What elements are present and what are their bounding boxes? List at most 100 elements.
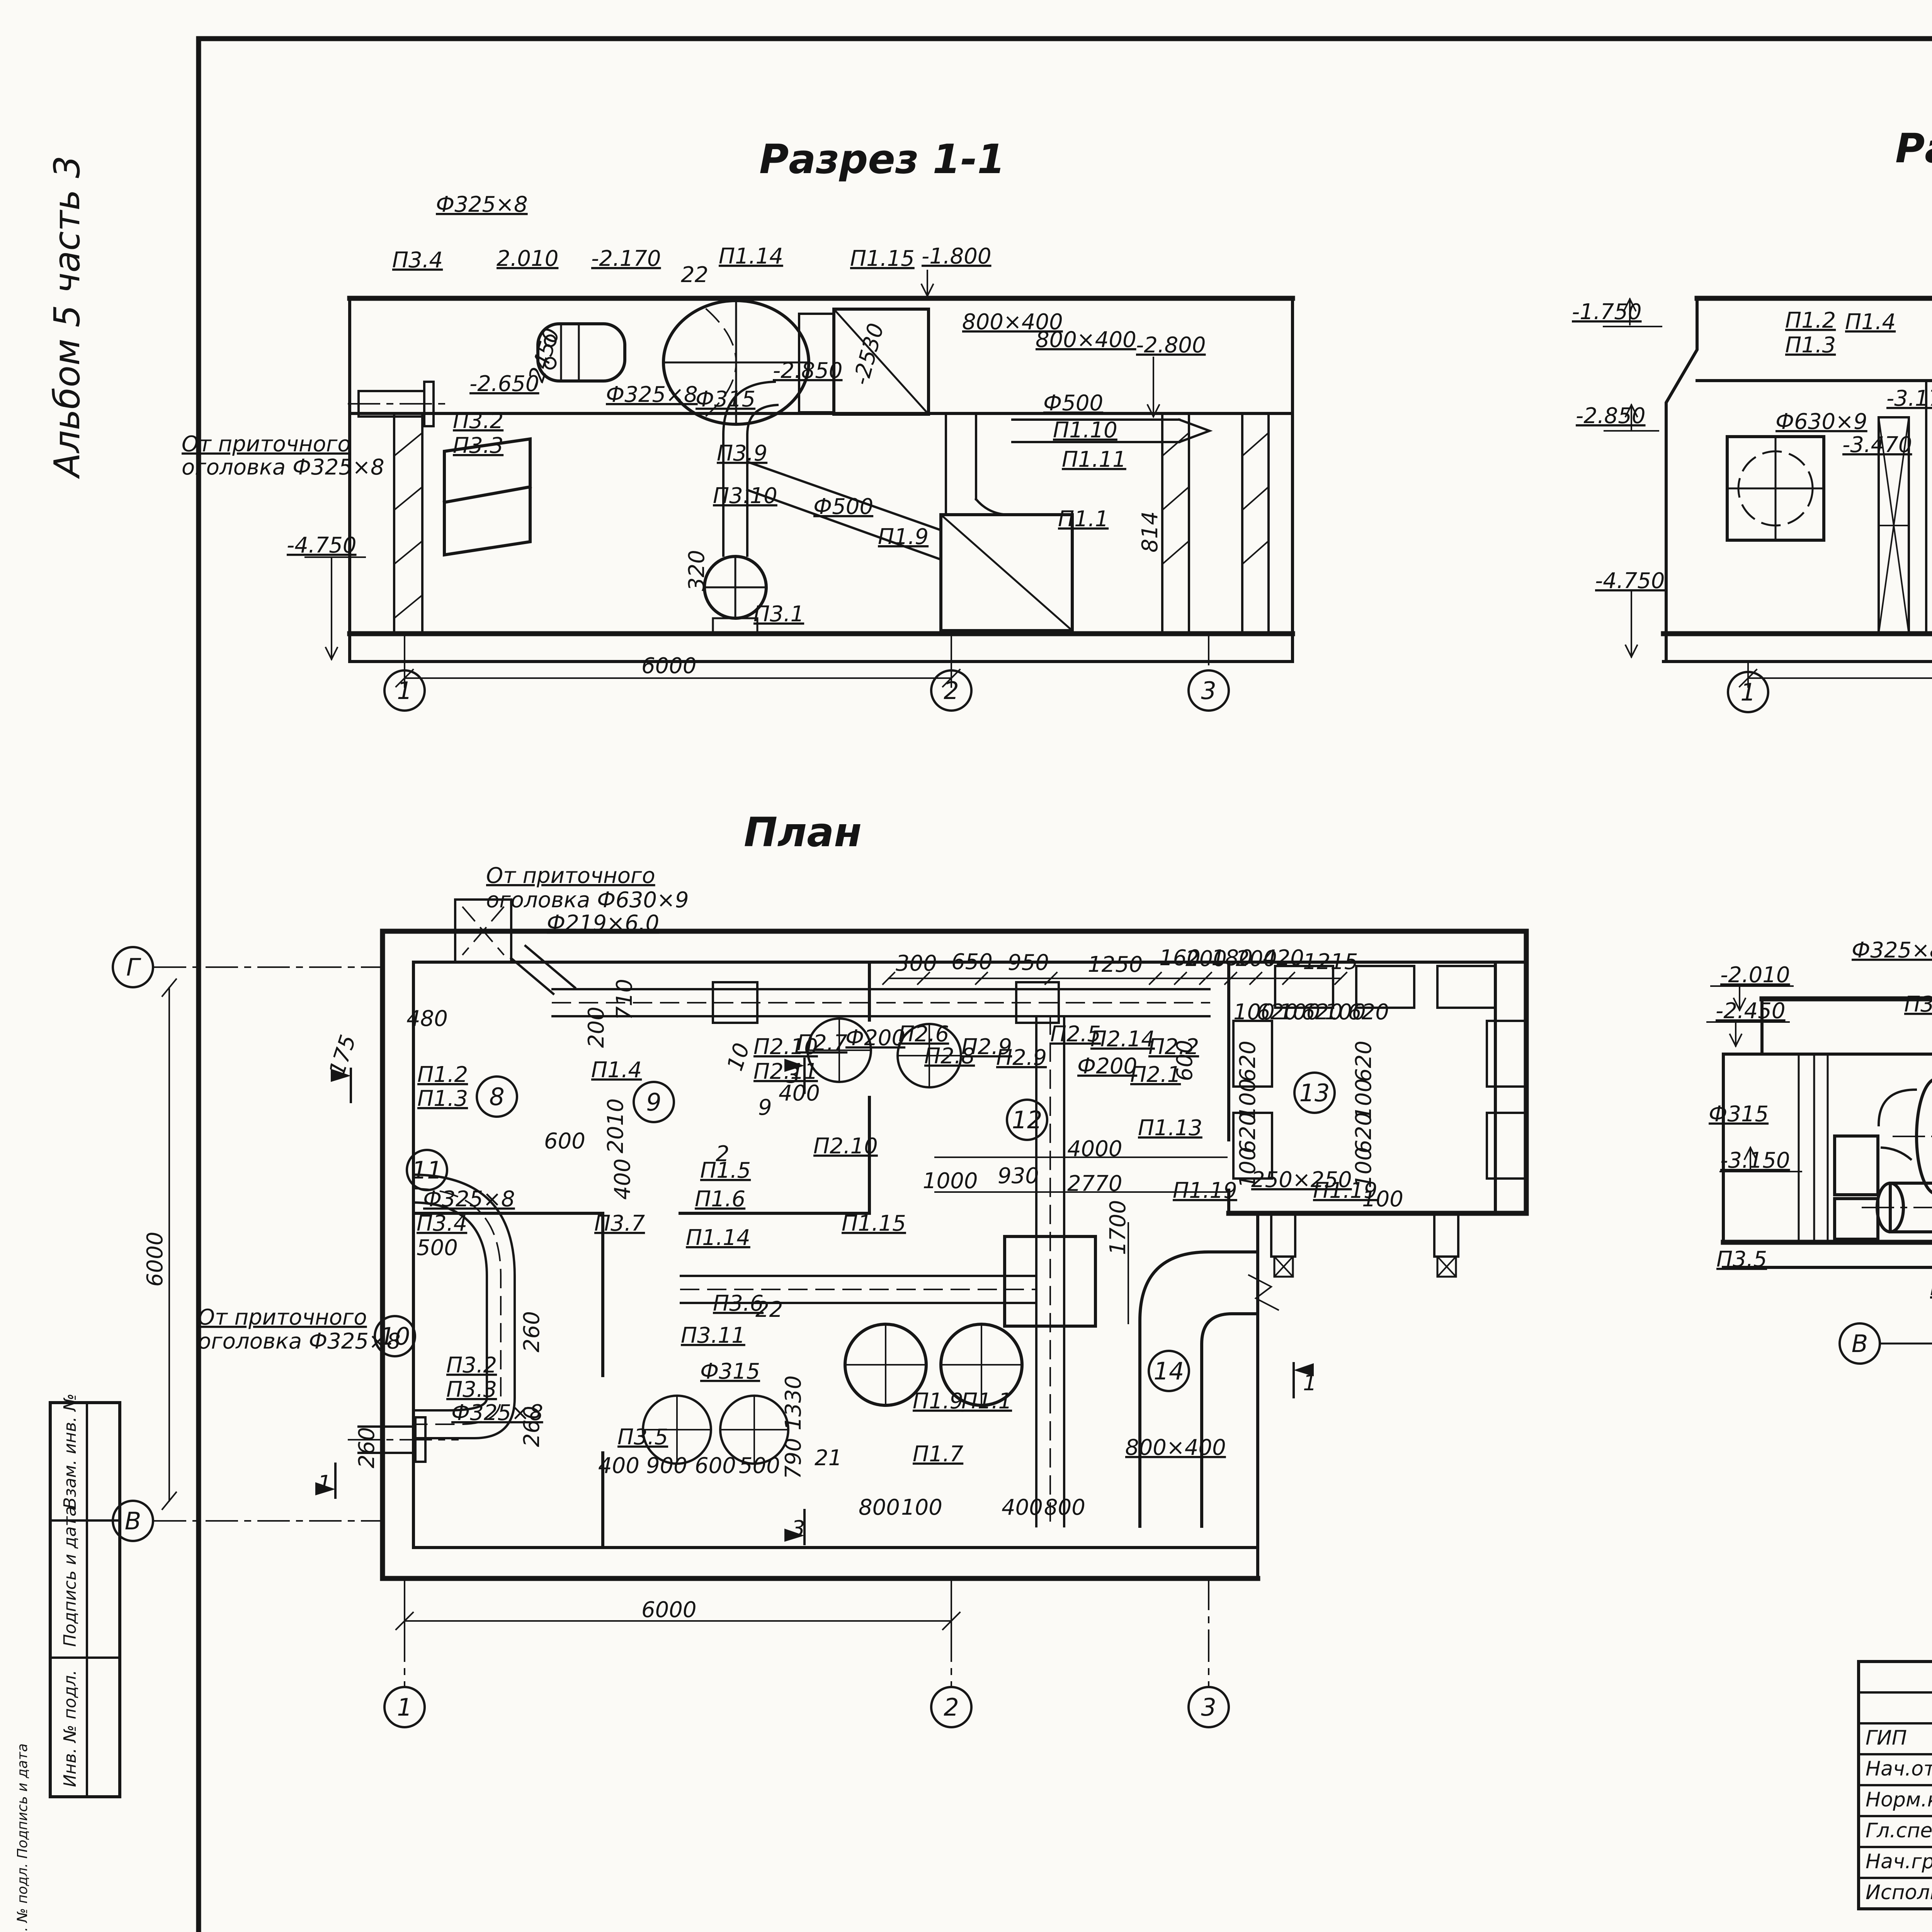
staff-role: Исполн.	[1866, 1881, 1932, 1904]
drawing-linework	[49, 1401, 121, 1798]
dim-label: 800	[1044, 1495, 1085, 1520]
dim-label: П2.5	[1050, 1022, 1101, 1047]
edge-note: Инв. № подл. Подпись и дата	[15, 1743, 31, 1932]
dim-label: 1215	[1303, 949, 1358, 975]
staff-role: ГИП	[1866, 1726, 1907, 1750]
dim-label: 100	[1233, 1000, 1275, 1025]
dim-label: 930	[998, 1163, 1039, 1189]
drawing-linework	[395, 661, 961, 688]
dim-label: -2.650	[469, 371, 539, 396]
dim-label: П3.2	[453, 408, 503, 434]
drawing-linework	[1274, 965, 1334, 1009]
dim-label: 400	[598, 1453, 639, 1478]
drawing-linework	[1294, 1363, 1314, 1376]
drawing-linework	[412, 1173, 516, 1439]
drawing-linework	[712, 981, 759, 1024]
drawing-linework	[1436, 1255, 1457, 1278]
drawing-linework	[1925, 379, 1927, 635]
drawing-linework	[807, 1018, 872, 1083]
dim-label: -3.170	[1886, 386, 1932, 411]
dim-label: 4000	[1067, 1136, 1122, 1162]
drawing-linework	[544, 357, 557, 370]
side-stamp: Взам. инв. № Подпись и дата Инв. № подл.	[49, 1393, 121, 1798]
dim-label: Ф325×8	[436, 192, 528, 217]
drawing-linework	[1248, 1274, 1279, 1311]
axis-bubble	[476, 1075, 518, 1118]
drawing-linework	[798, 313, 835, 413]
drawing-linework	[1436, 965, 1497, 1009]
dim-label: П2.9	[961, 1034, 1012, 1060]
dim-label: П3.11	[681, 1323, 745, 1348]
axis-bubble	[1838, 1322, 1881, 1365]
dim-label: -3.470	[1842, 432, 1912, 457]
dim-label: 320	[684, 550, 709, 591]
dim-label: 650	[951, 949, 993, 975]
dim-label: Ф325×8	[606, 382, 698, 407]
axis-bubble-label: 1	[397, 677, 412, 705]
dim-label: Ф325×8	[1852, 938, 1932, 963]
dim-label: П1.19	[1313, 1178, 1378, 1203]
axis-bubble	[633, 1081, 675, 1123]
dim-label: П1.9	[878, 524, 929, 549]
dim-label: 3	[791, 1516, 805, 1541]
staff-role: Гл.спец.	[1866, 1819, 1932, 1842]
dim-label: -1.800	[922, 244, 992, 269]
dim-label: 300	[896, 951, 937, 976]
dim-label: Ф325×8	[451, 1400, 543, 1425]
drawing-linework	[1270, 1212, 1459, 1258]
drawing-linework	[560, 323, 580, 382]
dim-label: П3.1	[753, 602, 804, 627]
plan-geometry	[154, 898, 1529, 1686]
dim-label: П1.13	[1138, 1116, 1202, 1141]
dim-label: 790	[781, 1438, 806, 1479]
dim-label: П3.10	[713, 483, 777, 509]
dim-label: 1250	[1088, 952, 1143, 977]
dim-label: 620	[1257, 1000, 1298, 1025]
dim-label: -4.750	[1595, 568, 1665, 594]
dim-label: Ф500	[813, 494, 873, 519]
axis-bubble-label: 1	[397, 1693, 412, 1721]
dim-label: 200	[584, 1007, 609, 1048]
dim-label: 400	[779, 1081, 820, 1106]
axis-bubble	[1293, 1071, 1336, 1114]
drawing-linework	[1486, 1020, 1527, 1088]
drawing-linework	[357, 1425, 417, 1454]
drawing-linework	[939, 513, 1074, 632]
dim-label: 260	[354, 1427, 379, 1468]
axis-bubble-label: 14	[1154, 1357, 1184, 1385]
drawing-linework	[844, 1323, 927, 1406]
drawing-linework	[544, 334, 557, 347]
drawing-linework	[1273, 1255, 1294, 1278]
dim-label: 22	[681, 262, 708, 287]
drawing-linework	[784, 1529, 804, 1542]
dim-label: 600	[544, 1129, 585, 1154]
dim-label: 260	[519, 1311, 544, 1352]
drawing-linework	[1706, 985, 1802, 1172]
section-1-1-title: Разрез 1-1	[759, 136, 1005, 183]
axis-bubble-label: 3	[1201, 677, 1216, 705]
axis-bubble-label: 2	[944, 677, 959, 705]
drawing-linework	[897, 1023, 962, 1088]
dim-label: П3.2	[446, 1353, 497, 1378]
dim-label: 600	[1172, 1040, 1197, 1081]
dim-label: П1.4	[1845, 310, 1896, 335]
dim-label: 175	[324, 1032, 361, 1079]
dim-label: Ф315	[700, 1359, 760, 1384]
drawing-linework	[1011, 418, 1213, 444]
dim-label: оголовка Ф630×9	[486, 888, 689, 913]
drawing-linework	[1726, 435, 1825, 541]
dim-label: П1.4	[591, 1058, 642, 1083]
dim-label: 100	[1235, 1147, 1260, 1188]
dim-label: 1	[1303, 1371, 1317, 1396]
dim-label: -3.150	[1720, 1148, 1790, 1173]
dim-label: П1.3	[1785, 333, 1836, 358]
drawing-linework	[1661, 296, 1932, 636]
axis-bubble-label: Г	[126, 953, 141, 981]
dim-label: Ф325×8	[423, 1187, 515, 1212]
dim-label: 9	[758, 1095, 772, 1120]
dim-label: 420	[1263, 946, 1304, 971]
axis-bubble-label: 3	[1201, 1693, 1216, 1721]
dim-label: Ф219×6.0	[547, 911, 659, 936]
